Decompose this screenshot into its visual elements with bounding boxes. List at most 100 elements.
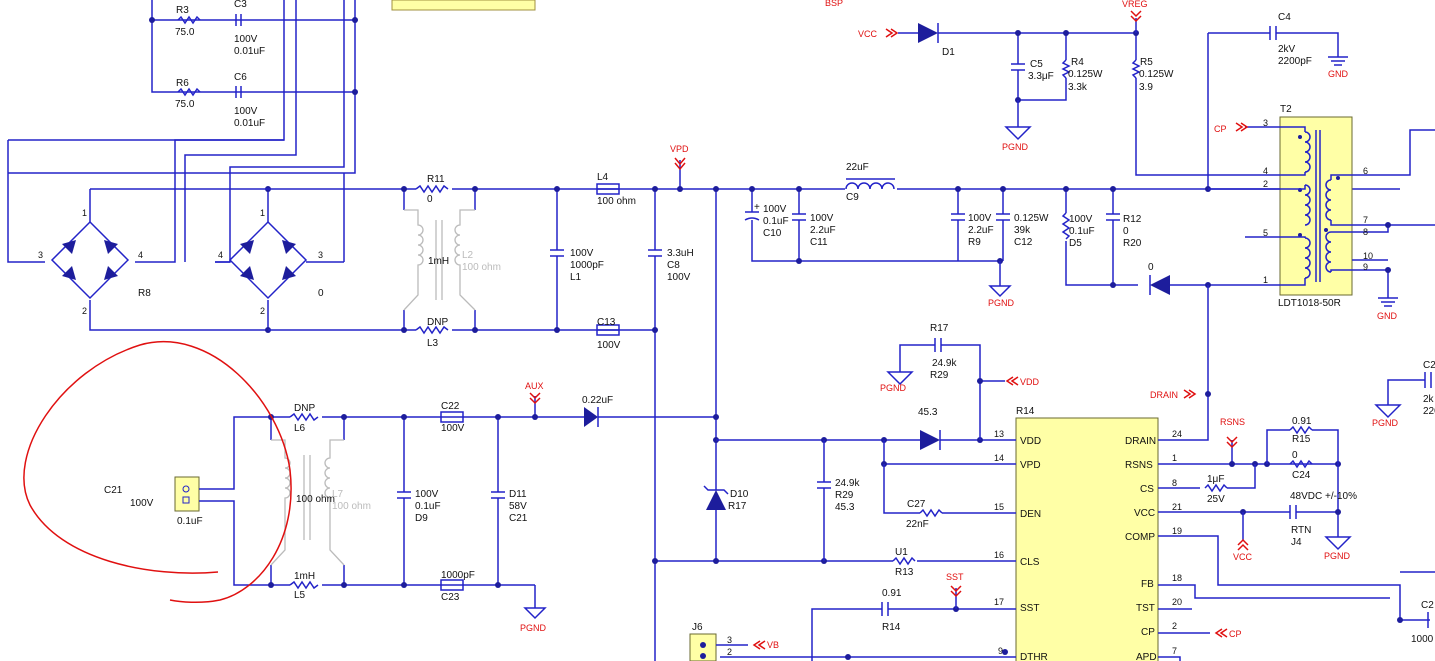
c24-ref: 48VDC +/-10% (1290, 491, 1357, 502)
c6-capacitance: 0.01uF (234, 118, 265, 129)
r3-ref: R3 (176, 5, 189, 16)
d7-ref: 0 (318, 288, 324, 299)
c9-capacitance: C11 (810, 237, 828, 248)
l6-common-mode-choke-dnp: 100 ohm L7 100 ohm (270, 439, 371, 566)
c6-ref: C6 (234, 72, 247, 83)
r15-value: 25V (1207, 494, 1225, 505)
c21-voltage: R29 (835, 490, 854, 501)
c14-voltage: C8 (667, 260, 680, 271)
partial-box (391, 0, 536, 11)
l6-dnp: 100 ohm (296, 494, 335, 505)
c8-voltage: 0.1uF (763, 216, 789, 227)
t2-pin10: 10 (1363, 251, 1373, 261)
pin-1: 1 (1172, 453, 1177, 463)
t2-pin7: 7 (1363, 215, 1368, 225)
j6-pin2: 2 (727, 647, 732, 657)
r12-value: L6 (294, 423, 306, 434)
pin-2: 2 (1172, 621, 1177, 631)
r14-ref: 0 (1292, 450, 1298, 461)
u1-pin-vcc: VCC (1134, 508, 1155, 519)
j4-ref: 0.1uF (177, 516, 203, 527)
c2x-capacitance: 220 (1423, 406, 1435, 417)
pin-7: 7 (1172, 646, 1177, 656)
r4-value: 3.3k (1068, 82, 1088, 93)
r14-value: C24 (1292, 470, 1311, 481)
r9-ref: 100V (1069, 214, 1093, 225)
net-gnd-c4: GND (1328, 69, 1349, 79)
c5-capacitance: 3.3μF (1028, 71, 1054, 82)
net-sst: SST (946, 572, 964, 582)
net-drain: DRAIN (1150, 390, 1178, 400)
r15-ref: 1μF (1207, 474, 1224, 485)
d1-diode-icon (918, 23, 938, 43)
net-bsp: BSP (825, 0, 843, 8)
c23-voltage: 58V (509, 501, 527, 512)
c23-ref: D11 (509, 489, 527, 500)
net-vcc-u1: VCC (1233, 552, 1253, 562)
c23-capacitance: C21 (509, 513, 528, 524)
c2x-ref: C2 (1423, 360, 1435, 371)
net-pgnd-c19: PGND (880, 383, 907, 393)
u1-pin-tst: TST (1136, 603, 1155, 614)
c13-ref: 100V (570, 248, 594, 259)
d7-pin3: 3 (318, 250, 323, 260)
c14-ref: 3.3uH (667, 248, 694, 259)
u1-pin-den: DEN (1020, 509, 1041, 520)
annotation-circle (23, 341, 292, 604)
r6-value: 75.0 (175, 99, 195, 110)
t2-part-number: LDT1018-50R (1278, 298, 1341, 309)
c5-ref: C5 (1030, 59, 1043, 70)
c11-voltage: 39k (1014, 225, 1031, 236)
net-gnd-t2: GND (1377, 311, 1398, 321)
t2-pin2: 2 (1263, 179, 1268, 189)
c27-value: R14 (882, 622, 901, 633)
r8-ref: R11 (427, 174, 445, 185)
u1-pin-comp: COMP (1125, 532, 1155, 543)
c9-ref: 100V (810, 213, 834, 224)
c22-ref: 100V (415, 489, 439, 500)
d6-ref: R8 (138, 288, 151, 299)
c3-voltage: 100V (234, 34, 258, 45)
pin-19: 19 (1172, 526, 1182, 536)
l7-value: C23 (441, 592, 460, 603)
c2y-ref: C2 (1421, 600, 1434, 611)
j4-label-48vdc: C21 (104, 485, 123, 496)
net-vb: VB (767, 640, 779, 650)
c19-voltage: 24.9k (932, 358, 957, 369)
d11-ref: D10 (730, 489, 749, 500)
r20-ref: 1mH (294, 571, 315, 582)
d11-value: R17 (728, 501, 747, 512)
r4-ref: R4 (1071, 57, 1084, 68)
c9-voltage: 2.2uF (810, 225, 836, 236)
r11-ref: DNP (427, 317, 448, 328)
t2-ref: T2 (1280, 104, 1292, 115)
pin-21: 21 (1172, 502, 1182, 512)
u1-pin-fb: FB (1141, 579, 1154, 590)
c4-capacitance: 2200pF (1278, 56, 1312, 67)
c13-voltage: 1000pF (570, 260, 604, 271)
l5-ref: C22 (441, 401, 460, 412)
u1-pin-drain: DRAIN (1125, 436, 1156, 447)
c2x-voltage: 2k (1423, 394, 1435, 405)
t2-pin5: 5 (1263, 228, 1268, 238)
pin-17: 17 (994, 597, 1004, 607)
net-pgnd-input: PGND (520, 623, 547, 633)
c22-capacitance: D9 (415, 513, 428, 524)
r12-ref: DNP (294, 403, 315, 414)
net-aux: AUX (525, 381, 544, 391)
r17-value: 22nF (906, 519, 929, 530)
l3-value: 100 ohm (462, 262, 501, 273)
r3-value: 75.0 (175, 27, 195, 38)
net-cp-u1: CP (1229, 629, 1242, 639)
r13-value: R15 (1292, 434, 1311, 445)
r29-ref: U1 (895, 547, 908, 558)
net-vdd: VDD (1020, 377, 1040, 387)
l4-value: 100V (597, 340, 621, 351)
r11-value: L3 (427, 338, 439, 349)
c27-ref: 0.91 (882, 588, 902, 599)
net-vcc-top: VCC (858, 29, 878, 39)
d5-ref: 0 (1148, 262, 1154, 273)
r9-value: D5 (1069, 238, 1082, 249)
pin-16: 16 (994, 550, 1004, 560)
